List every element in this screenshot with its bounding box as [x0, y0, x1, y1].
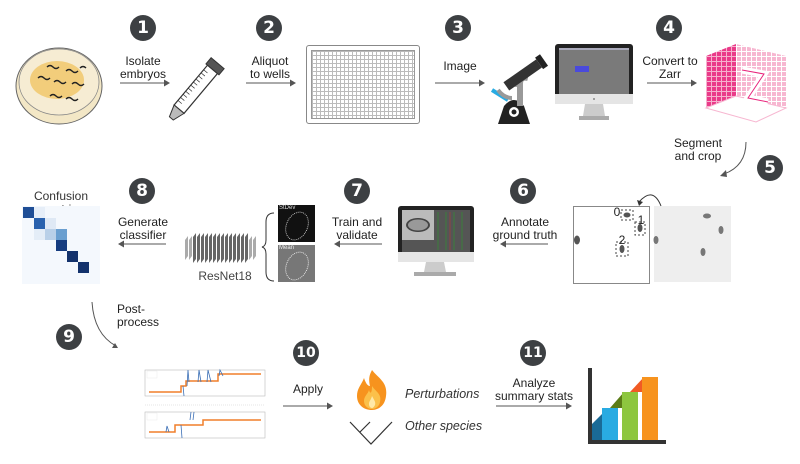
matrix-cell	[34, 229, 45, 240]
matrix-cell	[78, 262, 89, 273]
resnet-layer	[225, 233, 228, 263]
well-plate-icon	[306, 45, 420, 124]
step-4-badge: 4	[656, 15, 682, 41]
step-2-label: Aliquot to wells	[249, 54, 290, 81]
crop-id-0: 0	[613, 205, 621, 219]
stdev-image: StDev	[278, 205, 315, 245]
resnet-layer	[241, 233, 244, 263]
step-5-label: Segment and crop	[673, 136, 723, 163]
resnet-layer	[245, 233, 248, 263]
stdev-label: StDev	[279, 205, 296, 211]
resnet-layer	[209, 233, 212, 263]
segmented-frame	[573, 206, 650, 284]
resnet-layer	[217, 233, 220, 263]
resnet-layer	[205, 233, 208, 263]
arrow-right-icon	[496, 402, 572, 410]
arrow-left-icon	[334, 240, 382, 248]
resnet-layer	[253, 236, 256, 260]
annotation-monitor-icon	[398, 206, 474, 276]
monitor-icon	[555, 44, 633, 120]
resnet-layer	[189, 236, 192, 260]
resnet-layers-icon	[185, 233, 256, 263]
crop-annotations	[574, 194, 724, 257]
step-11-badge: 11	[520, 340, 546, 366]
matrix-cell	[45, 218, 56, 229]
bar-chart-icon	[588, 368, 666, 444]
arrow-right-icon	[283, 402, 333, 410]
step-6-label: Annotate ground truth	[492, 215, 558, 242]
step-8-badge: 8	[129, 178, 155, 204]
other-species-label: Other species	[405, 419, 483, 433]
resnet-label: ResNet18	[198, 269, 252, 283]
matrix-cell	[56, 240, 67, 251]
step-4-label: Convert to Zarr	[642, 54, 698, 81]
arrow-right-icon	[647, 79, 697, 87]
bar-3	[642, 377, 658, 440]
matrix-cell	[56, 229, 67, 240]
step-10-badge: 10	[293, 340, 319, 366]
mean-label: Mean	[279, 245, 295, 251]
resnet-layer	[221, 233, 224, 263]
arrow-right-icon	[120, 79, 170, 87]
curved-arrow-icon	[91, 301, 118, 348]
matrix-cell	[34, 207, 45, 218]
step-1-badge: 1	[130, 15, 156, 41]
step-3-badge: 3	[445, 15, 471, 41]
fire-icon	[357, 370, 387, 410]
brace-icon	[261, 212, 275, 282]
raw-frame	[654, 206, 731, 282]
petri-dish-icon	[15, 47, 103, 125]
step-5-badge: 5	[757, 155, 783, 181]
step-6-badge: 6	[510, 178, 536, 204]
resnet-layer	[237, 233, 240, 263]
resnet-layer	[229, 233, 232, 263]
step-1-label: Isolate embryos	[119, 54, 166, 81]
microscope-icon	[490, 54, 549, 124]
arrow-right-icon	[246, 79, 296, 87]
zarr-logo-icon	[704, 44, 788, 123]
step-3-label: Image	[443, 59, 477, 73]
arrow-left-icon	[118, 240, 166, 248]
step-7-label: Train and validate	[331, 215, 383, 242]
crop-id-2: 2	[618, 233, 626, 247]
bar-1	[602, 408, 618, 440]
step-10-label: Apply	[292, 382, 324, 396]
resnet-layer	[185, 236, 188, 260]
matrix-cell	[67, 251, 78, 262]
matrix-cell	[23, 207, 34, 218]
resnet-layer	[249, 236, 252, 260]
crop-id-1: 1	[637, 213, 645, 227]
resnet-layer	[197, 233, 200, 263]
conical-tube-icon	[168, 57, 225, 121]
step-8-label: Generate classifier	[117, 215, 169, 242]
mean-image: Mean	[278, 245, 315, 285]
curved-arrow-icon	[720, 141, 747, 177]
step-7-badge: 7	[344, 178, 370, 204]
perturbations-label: Perturbations	[405, 387, 480, 401]
confusion-matrix-icon	[22, 206, 100, 284]
matrix-cell	[45, 229, 56, 240]
arrow-right-icon	[435, 79, 485, 87]
step-9-label: Post- process	[117, 302, 160, 329]
post-process-plots	[144, 368, 266, 439]
arrow-left-icon	[500, 240, 548, 248]
resnet-layer	[201, 233, 204, 263]
resnet-layer	[193, 233, 196, 263]
resnet-layer	[233, 233, 236, 263]
matrix-cell	[34, 218, 45, 229]
resnet-layer	[213, 233, 216, 263]
phylogeny-icon	[349, 421, 393, 445]
step-11-label: Analyze summary stats	[494, 376, 573, 403]
bar-2	[622, 392, 638, 440]
step-9-badge: 9	[56, 324, 82, 350]
step-2-badge: 2	[256, 15, 282, 41]
